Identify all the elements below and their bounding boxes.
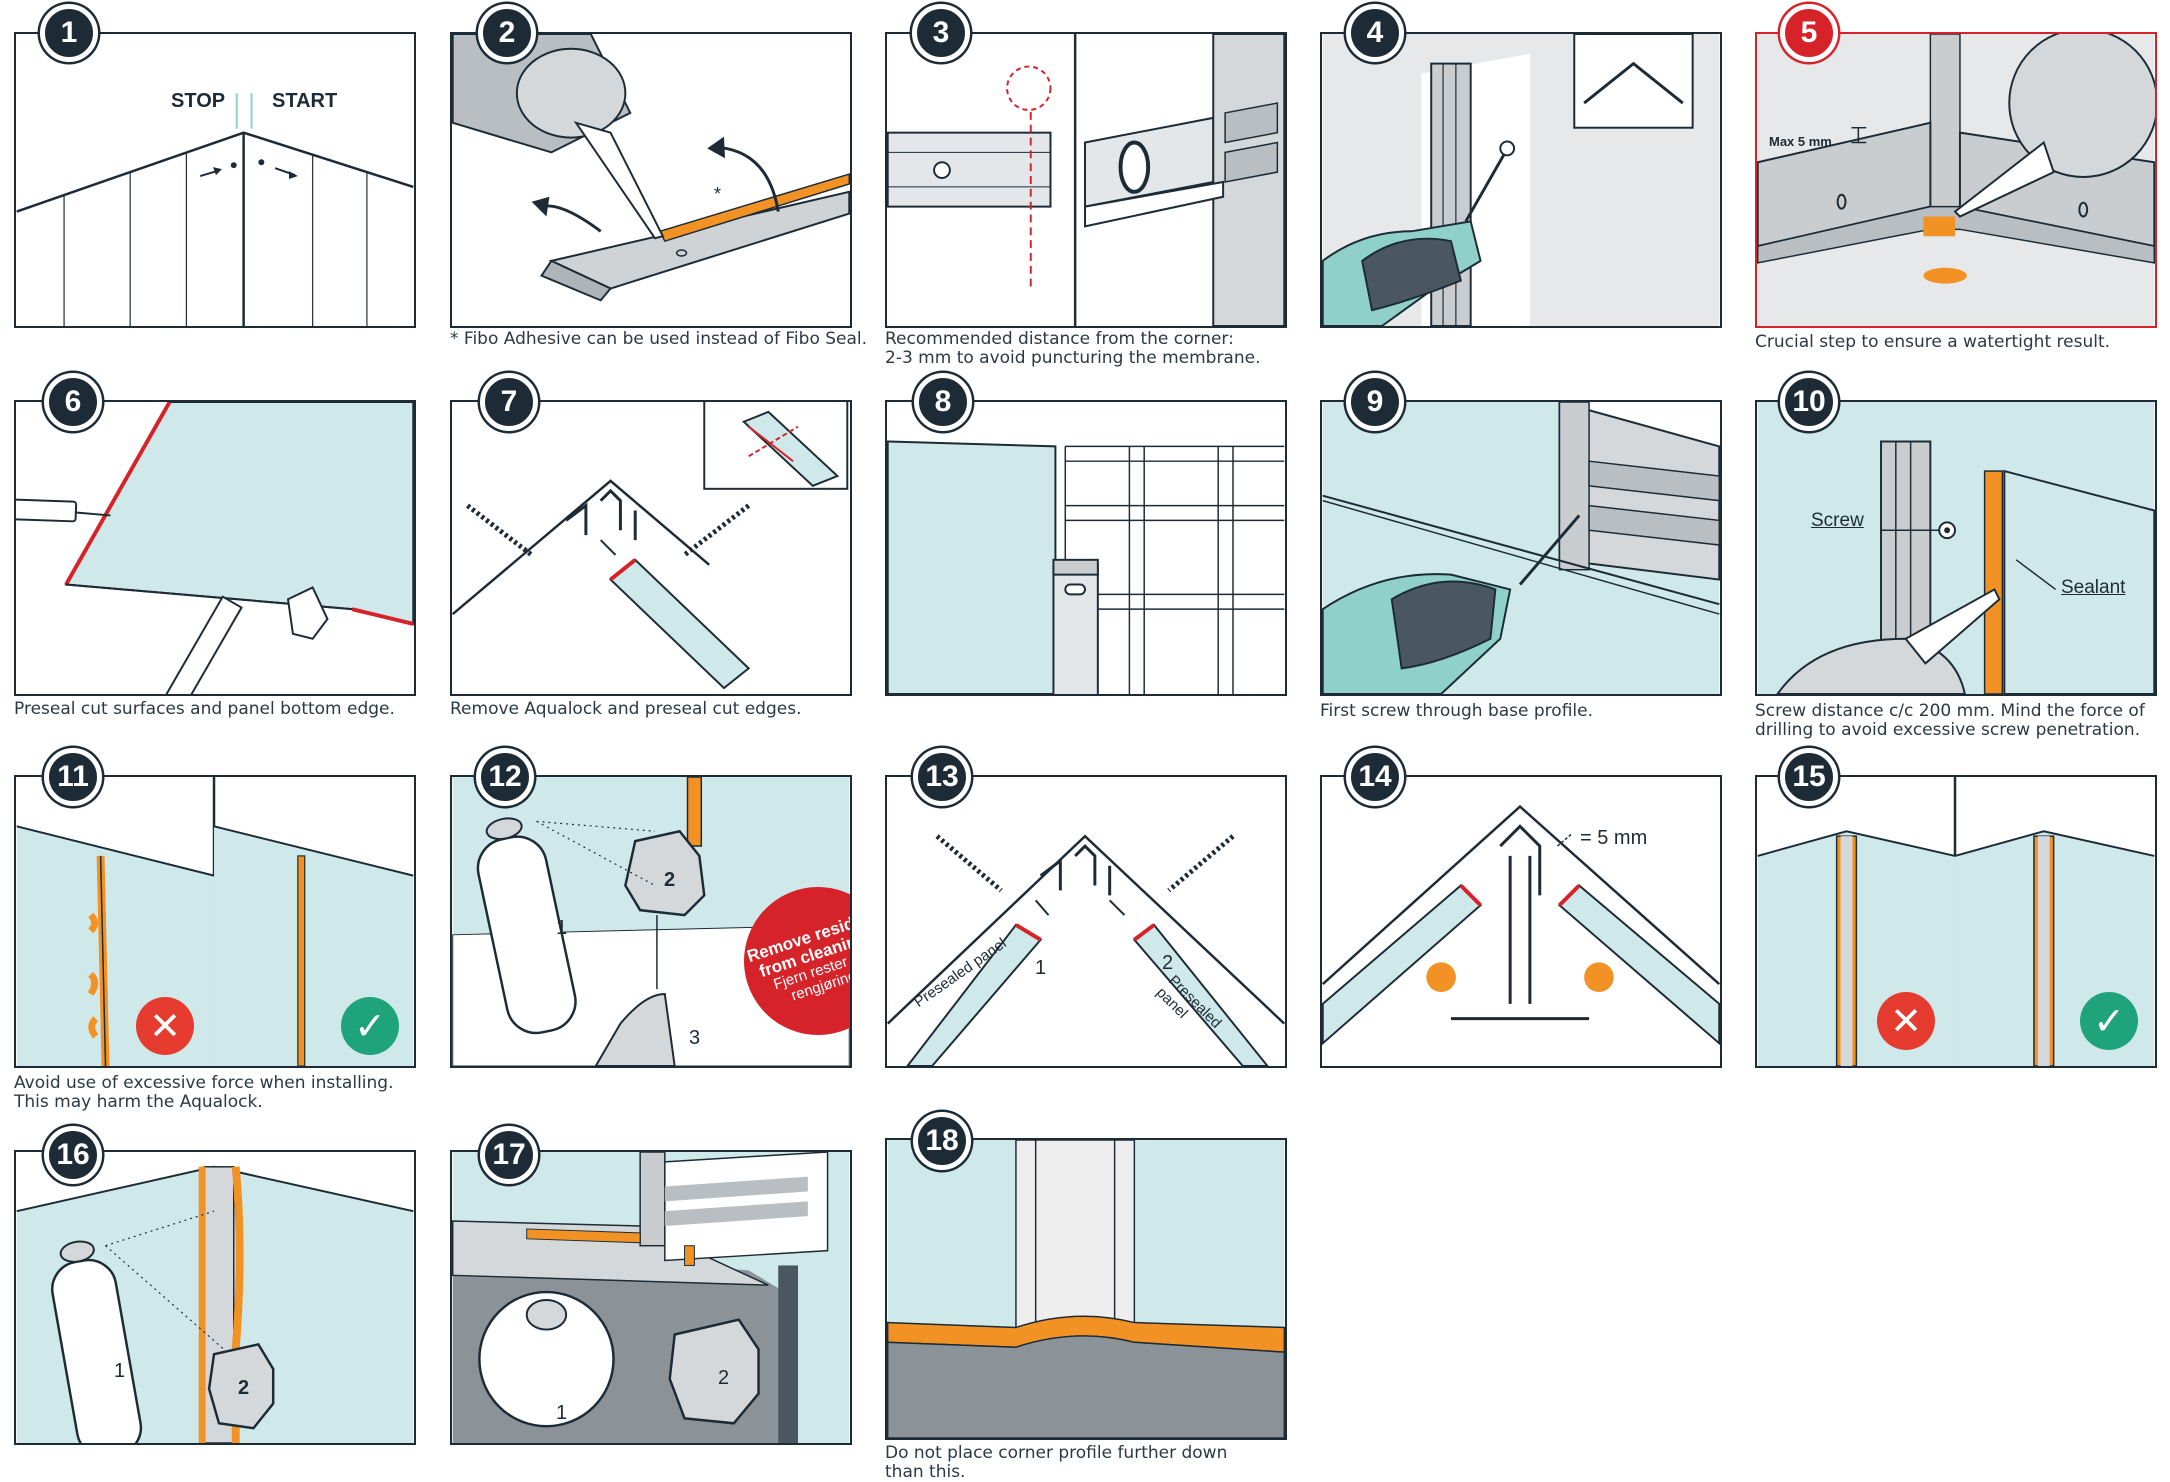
step-10-number: 10 <box>1780 373 1838 431</box>
step-2-illustration <box>452 34 850 326</box>
step-11-caption: Avoid use of excessive force when instal… <box>14 1074 394 1112</box>
step-10-illustration <box>1757 402 2155 694</box>
step-18-panel <box>885 1138 1287 1440</box>
step-17-illustration <box>452 1152 850 1443</box>
step-9-panel <box>1320 400 1722 696</box>
tool-number-2: 2 <box>718 1367 729 1390</box>
step-14-panel: = 5 mm <box>1320 775 1722 1068</box>
panel-number-2: 2 <box>1162 952 1173 975</box>
x-icon: ✕ <box>136 997 194 1055</box>
step-14-illustration <box>1322 777 1720 1066</box>
x-icon: ✕ <box>1877 992 1935 1050</box>
step-4-number: 4 <box>1346 4 1404 62</box>
step-15-number: 15 <box>1780 748 1838 806</box>
asterisk-mark: * <box>714 184 721 205</box>
step-5-panel: Max 5 mm <box>1755 32 2157 328</box>
step-5-number: 5 <box>1780 4 1838 62</box>
step-15-panel: ✕ ✓ <box>1755 775 2157 1068</box>
step-9-caption: First screw through base profile. <box>1320 702 1593 721</box>
step-7-illustration <box>452 402 850 694</box>
step-4-panel <box>1320 32 1722 328</box>
step-10-panel: Screw Sealant <box>1755 400 2157 696</box>
step-3-caption: Recommended distance from the corner: 2-… <box>885 330 1261 368</box>
step-6-panel <box>14 400 416 696</box>
step-6-illustration <box>16 402 414 694</box>
step-1-panel: STOP START <box>14 32 416 328</box>
step-14-number: 14 <box>1346 748 1404 806</box>
tool-number-2: 2 <box>238 1377 249 1400</box>
step-2-panel: * <box>450 32 852 328</box>
panel-number-1: 1 <box>1035 957 1046 980</box>
step-8-panel <box>885 400 1287 696</box>
step-6-number: 6 <box>44 373 102 431</box>
step-3-panel <box>885 32 1287 328</box>
start-label: START <box>272 90 337 113</box>
stop-label: STOP <box>171 90 225 113</box>
gap-5mm-label: = 5 mm <box>1580 827 1647 850</box>
step-10-caption: Screw distance c/c 200 mm. Mind the forc… <box>1755 702 2145 740</box>
step-5-caption: Crucial step to ensure a watertight resu… <box>1755 333 2110 352</box>
tool-number-3: 3 <box>689 1027 700 1050</box>
step-18-number: 18 <box>913 1112 971 1170</box>
step-7-number: 7 <box>480 373 538 431</box>
canister-number-1: 1 <box>114 1360 125 1383</box>
step-12-panel: 1 2 3 Remove residue from cleaning! Fjer… <box>450 775 852 1068</box>
step-8-number: 8 <box>914 373 972 431</box>
step-16-illustration <box>16 1152 414 1443</box>
step-17-panel: 1 2 <box>450 1150 852 1445</box>
step-8-illustration <box>887 402 1285 694</box>
step-16-panel: 1 2 <box>14 1150 416 1445</box>
step-12-number: 12 <box>476 748 534 806</box>
step-11-number: 11 <box>44 748 102 806</box>
step-7-caption: Remove Aqualock and preseal cut edges. <box>450 700 802 719</box>
tool-number-2: 2 <box>664 869 675 892</box>
step-18-illustration <box>887 1140 1285 1438</box>
step-1-illustration <box>16 34 414 326</box>
check-icon: ✓ <box>2080 992 2138 1050</box>
step-1-number: 1 <box>40 4 98 62</box>
step-9-number: 9 <box>1346 373 1404 431</box>
step-16-number: 16 <box>44 1126 102 1184</box>
step-13-number: 13 <box>913 748 971 806</box>
step-3-number: 3 <box>912 4 970 62</box>
step-2-caption: * Fibo Adhesive can be used instead of F… <box>450 330 867 349</box>
step-2-number: 2 <box>478 4 536 62</box>
canister-number-1: 1 <box>556 917 567 940</box>
sealant-label: Sealant <box>2061 577 2125 599</box>
step-5-illustration <box>1757 34 2155 326</box>
step-13-panel: 1 2 Presealed panel Presealed panel <box>885 775 1287 1068</box>
step-7-panel <box>450 400 852 696</box>
canister-number-1: 1 <box>556 1402 567 1425</box>
step-18-caption: Do not place corner profile further down… <box>885 1444 1227 1482</box>
check-icon: ✓ <box>341 997 399 1055</box>
step-3-illustration <box>887 34 1285 326</box>
step-17-number: 17 <box>480 1126 538 1184</box>
screw-label: Screw <box>1811 510 1864 532</box>
step-6-caption: Preseal cut surfaces and panel bottom ed… <box>14 700 395 719</box>
max-5mm-label: Max 5 mm <box>1769 134 1832 149</box>
step-11-panel: ✕ ✓ <box>14 775 416 1068</box>
step-9-illustration <box>1322 402 1720 694</box>
step-4-illustration <box>1322 34 1720 326</box>
